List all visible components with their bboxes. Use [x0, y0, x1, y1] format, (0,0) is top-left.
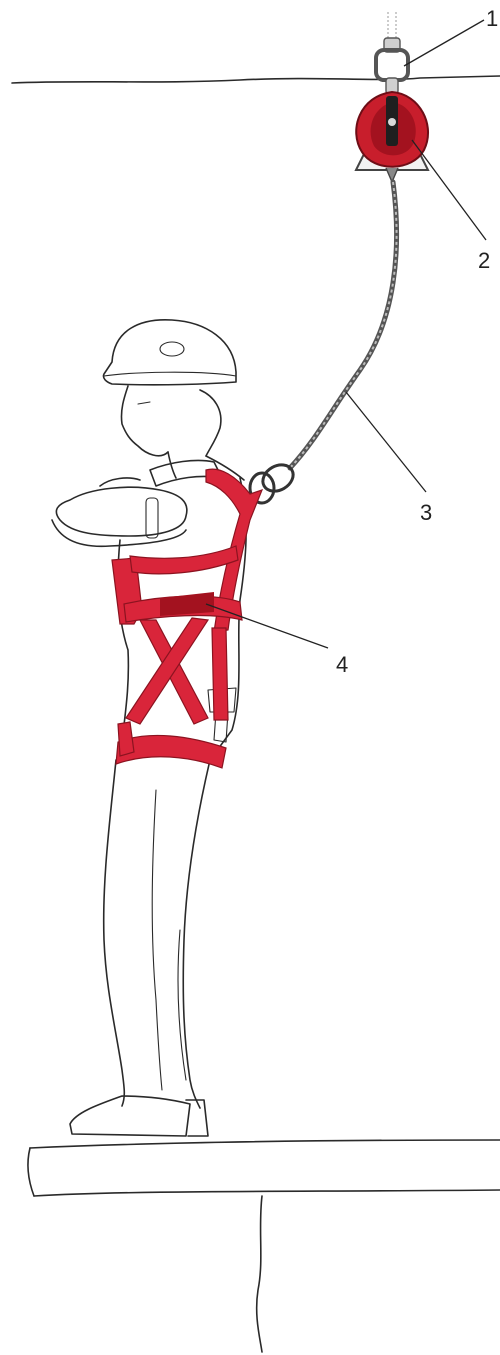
callout-label-2: 2: [478, 248, 490, 273]
callout-label-4: 4: [336, 652, 348, 677]
self-retracting-lifeline-icon: [356, 92, 428, 182]
worker-figure: [52, 320, 246, 1136]
leader-line-3: [346, 392, 426, 492]
leader-line-2: [412, 140, 486, 240]
callout-label-1: 1: [486, 6, 498, 31]
leader-line-1: [404, 20, 484, 66]
ceiling-line: [12, 76, 500, 83]
platform: [28, 1140, 500, 1352]
anchor-connector-icon: [376, 12, 408, 94]
helmet: [103, 320, 236, 385]
lifeline-icon: [250, 182, 397, 503]
callout-label-3: 3: [420, 500, 432, 525]
